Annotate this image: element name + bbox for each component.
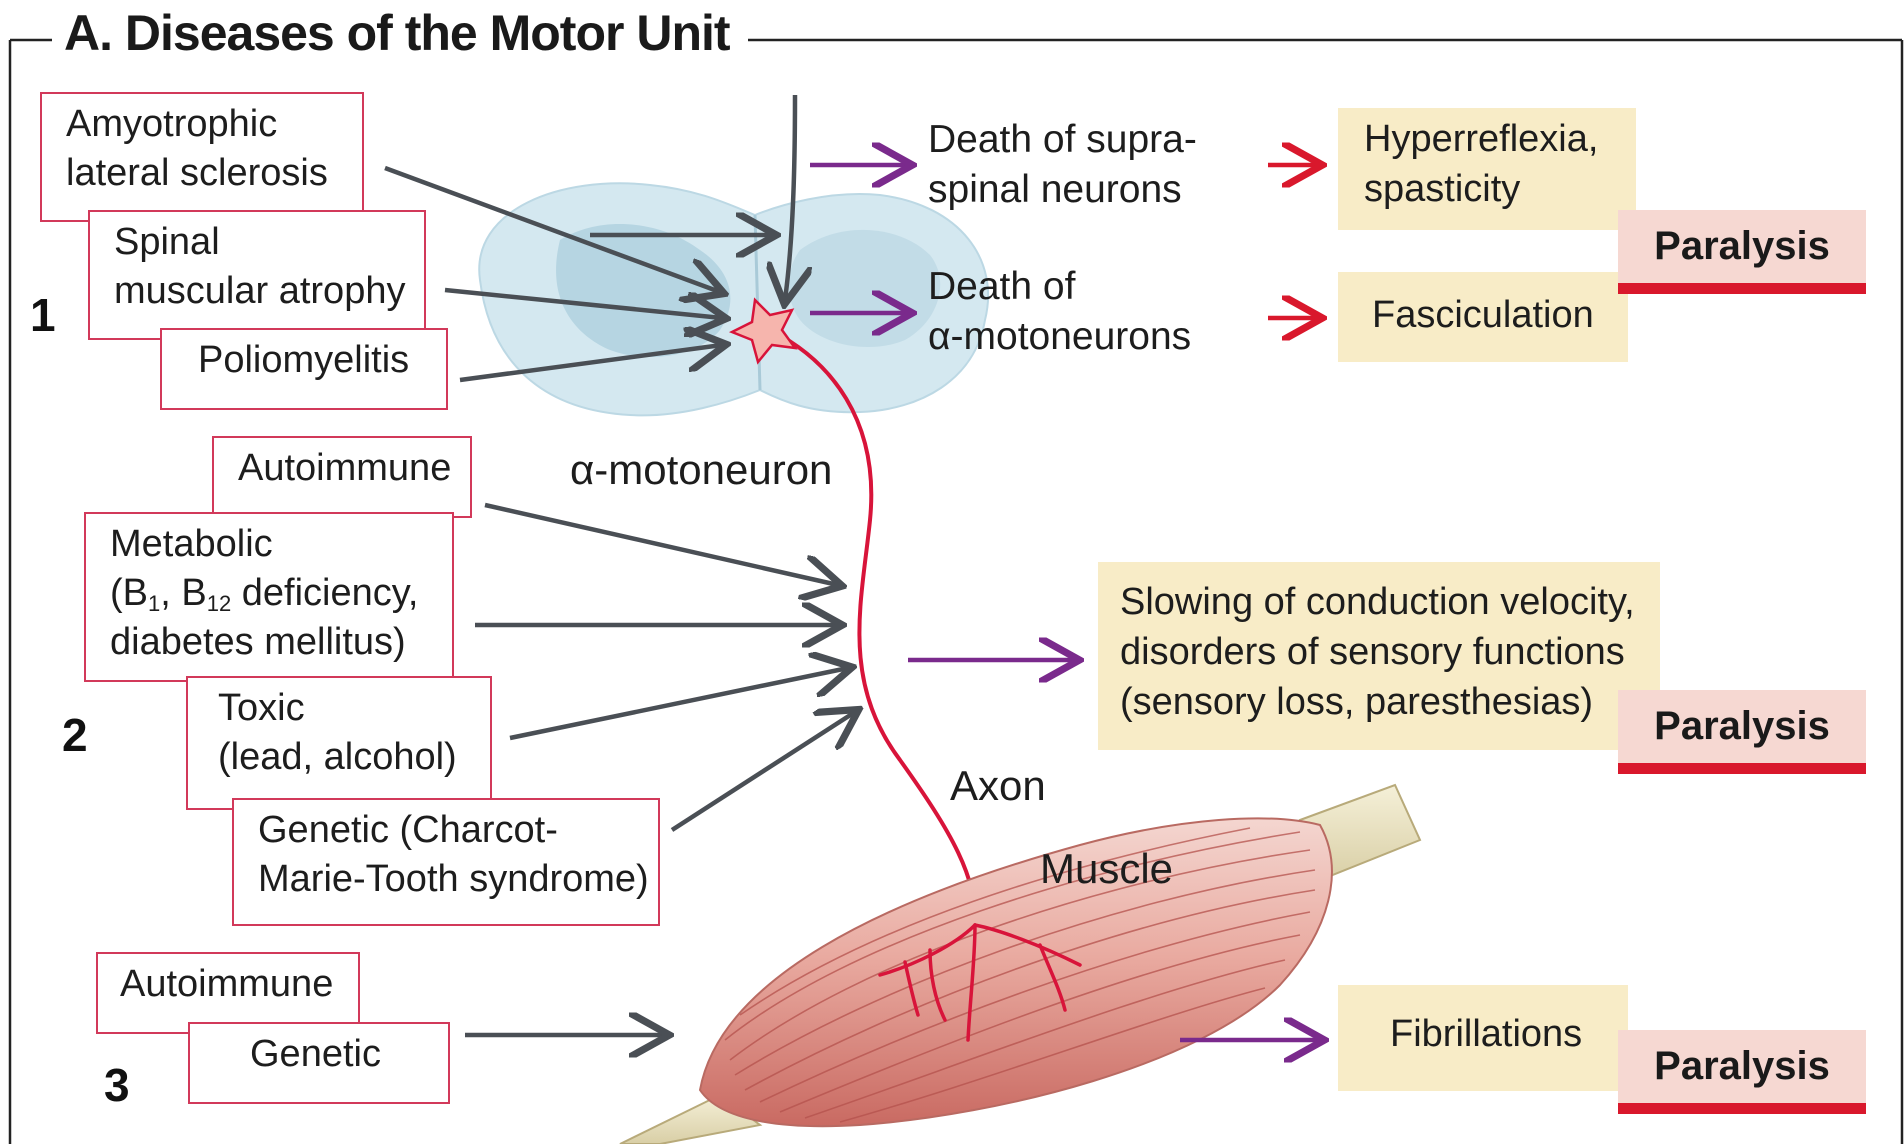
cause-box-genetic-nerve: Genetic (Charcot- Marie-Tooth syndrome) (232, 798, 660, 926)
cause-box-toxic: Toxic (lead, alcohol) (186, 676, 492, 810)
group-number-1: 1 (30, 288, 56, 342)
cause-metabolic-text-b: , B (160, 572, 206, 614)
group-2-arrows (475, 505, 855, 830)
paralysis-box-3: Paralysis (1618, 1030, 1866, 1114)
cause-box-sma: Spinal muscular atrophy (88, 210, 426, 340)
outcome-conduction-line-1: Slowing of conduction velocity, (1120, 577, 1642, 627)
cause-toxic-line-2: (lead, alcohol) (218, 733, 476, 782)
outcome-motoneuron-line-2: α-motoneurons (928, 312, 1191, 362)
cause-polio-label: Poliomyelitis (198, 336, 432, 385)
outcome-supraspinal-line-2: spinal neurons (928, 165, 1197, 215)
cause-box-genetic-muscle: Genetic (188, 1022, 450, 1104)
effect-fibrillations-label: Fibrillations (1390, 1009, 1610, 1059)
axon-fiber (770, 330, 976, 930)
cause-metabolic-text-c: deficiency, (231, 572, 418, 614)
outcome-supraspinal-line-1: Death of supra- (928, 115, 1197, 165)
cause-genetic-nerve-line-1: Genetic (Charcot- (258, 806, 644, 855)
effect-box-conduction: Slowing of conduction velocity, disorder… (1098, 562, 1660, 750)
figure-title: A. Diseases of the Motor Unit (62, 2, 748, 64)
cause-metabolic-sub-2: 12 (207, 591, 231, 616)
outcome-motoneuron-death: Death of α-motoneurons (928, 262, 1191, 362)
effect-fasciculation-label: Fasciculation (1372, 290, 1610, 340)
effect-hyperreflexia-line-2: spasticity (1364, 164, 1618, 214)
cause-toxic-line-1: Toxic (218, 684, 476, 733)
cause-als-line-1: Amyotrophic (66, 100, 348, 149)
cause-genetic-muscle-label: Genetic (250, 1030, 434, 1079)
group-number-2: 2 (62, 708, 88, 762)
label-muscle: Muscle (1040, 845, 1173, 893)
cause-metabolic-line-1: Metabolic (110, 520, 438, 569)
effect-box-fibrillations: Fibrillations (1338, 985, 1628, 1091)
outcome-conduction-line-3: (sensory loss, paresthesias) (1120, 677, 1642, 727)
cause-metabolic-text-a: (B (110, 572, 148, 614)
red-arrows (1268, 165, 1318, 318)
outcome-supraspinal-death: Death of supra- spinal neurons (928, 115, 1197, 215)
effect-box-hyperreflexia: Hyperreflexia, spasticity (1338, 108, 1636, 230)
cause-box-als: Amyotrophic lateral sclerosis (40, 92, 364, 222)
label-axon: Axon (950, 762, 1046, 810)
cause-box-autoimmune-nerve: Autoimmune (212, 436, 472, 518)
muscle-illustration (620, 785, 1420, 1144)
cause-als-line-2: lateral sclerosis (66, 149, 348, 198)
cause-metabolic-line-3: diabetes mellitus) (110, 618, 438, 667)
cause-box-polio: Poliomyelitis (160, 328, 448, 410)
cause-sma-line-1: Spinal (114, 218, 410, 267)
effect-hyperreflexia-line-1: Hyperreflexia, (1364, 114, 1618, 164)
cause-metabolic-sub-1: 1 (148, 591, 160, 616)
label-alpha-motoneuron: α-motoneuron (570, 446, 832, 494)
paralysis-box-2: Paralysis (1618, 690, 1866, 774)
effect-box-fasciculation: Fasciculation (1338, 272, 1628, 362)
cause-box-metabolic: Metabolic (B1, B12 deficiency, diabetes … (84, 512, 454, 682)
cause-sma-line-2: muscular atrophy (114, 267, 410, 316)
group-number-3: 3 (104, 1058, 130, 1112)
cause-autoimmune-nerve-label: Autoimmune (238, 444, 456, 493)
paralysis-box-1: Paralysis (1618, 210, 1866, 294)
outcome-motoneuron-line-1: Death of (928, 262, 1191, 312)
cause-metabolic-line-2: (B1, B12 deficiency, (110, 569, 438, 618)
cause-genetic-nerve-line-2: Marie-Tooth syndrome) (258, 855, 644, 904)
cause-autoimmune-muscle-label: Autoimmune (120, 960, 344, 1009)
outcome-conduction-line-2: disorders of sensory functions (1120, 627, 1642, 677)
